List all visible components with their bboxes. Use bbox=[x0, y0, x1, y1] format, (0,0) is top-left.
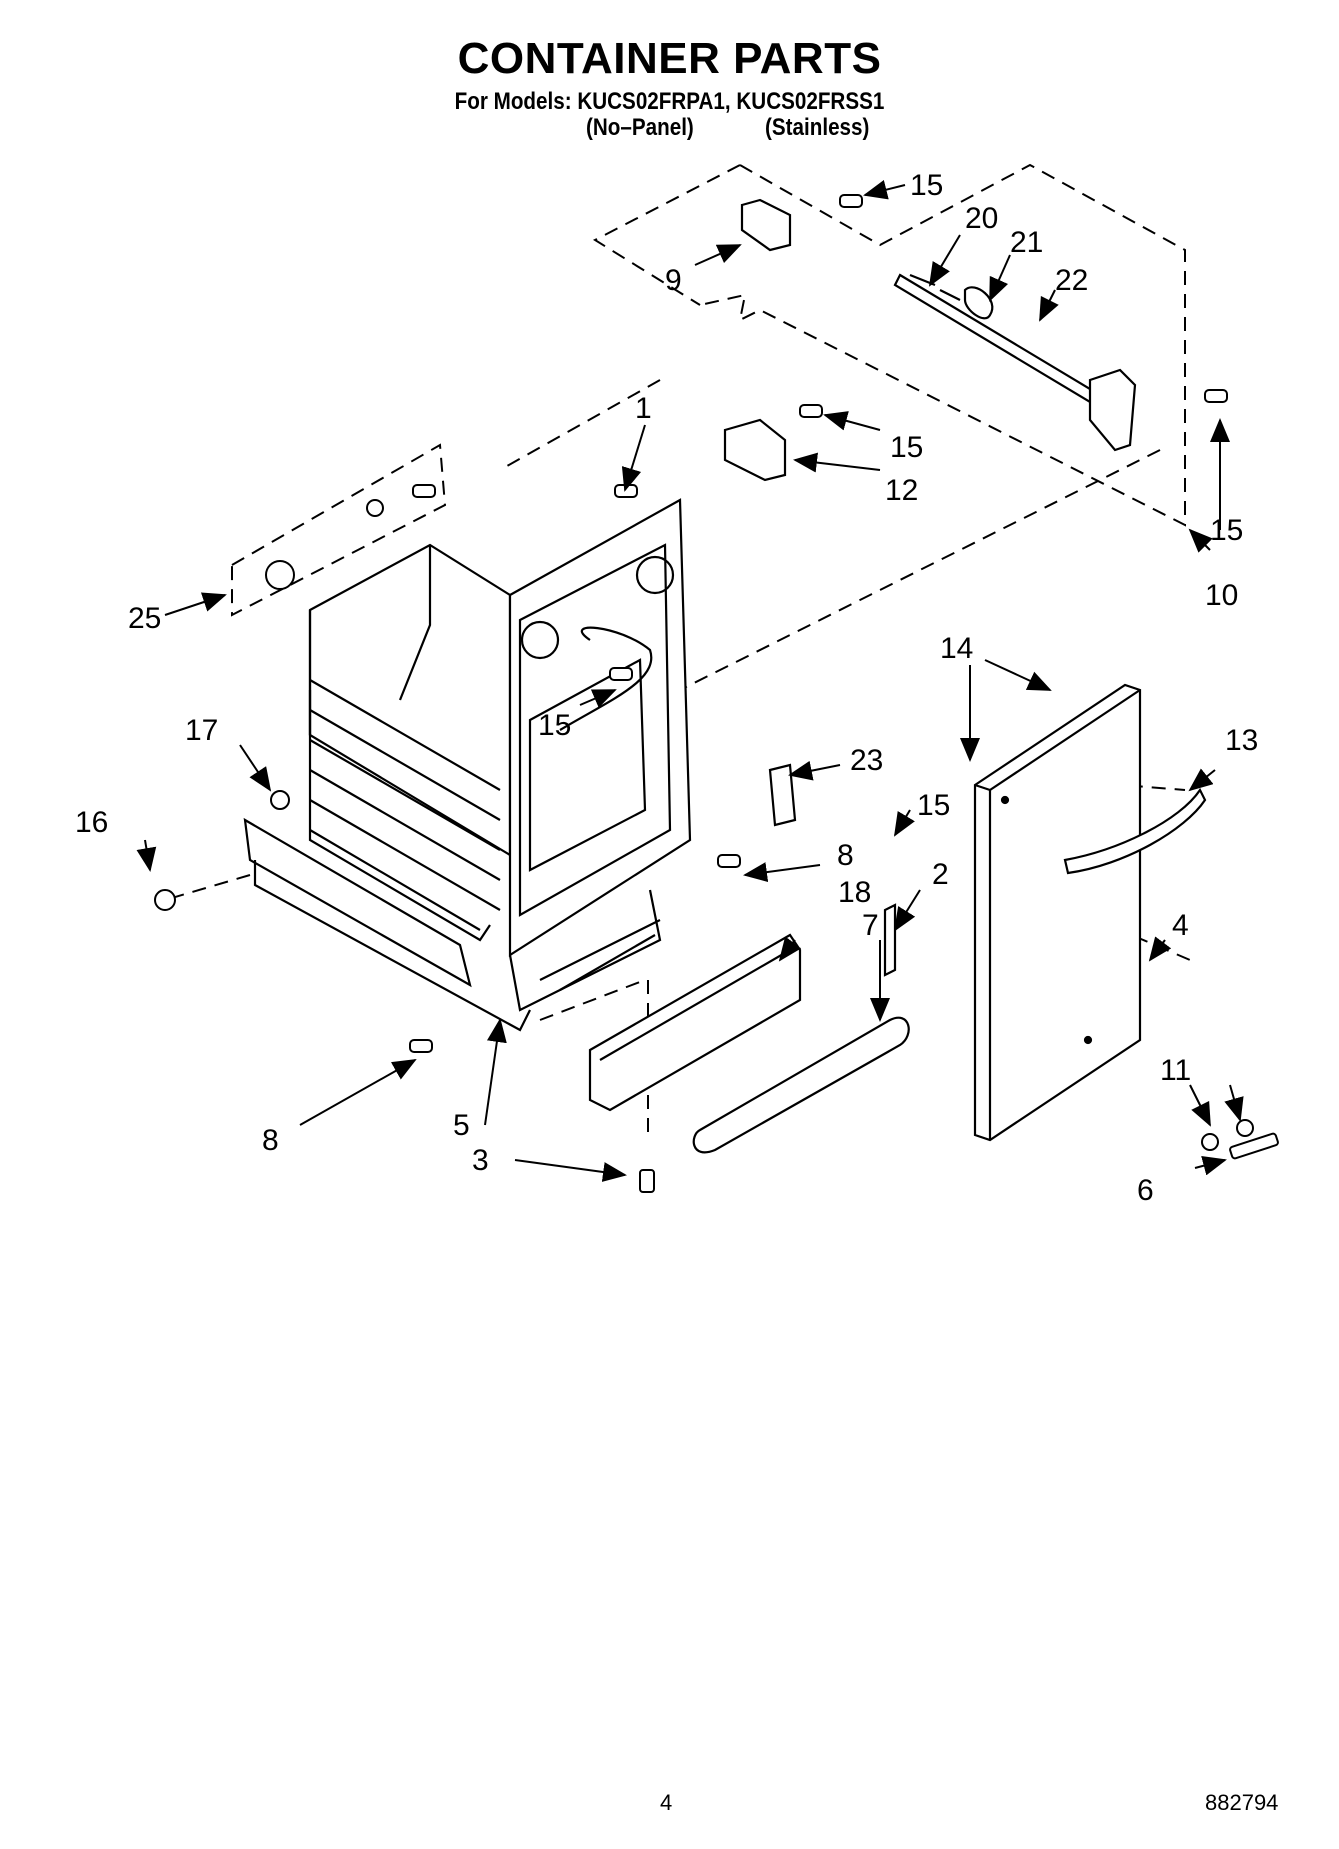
callout-4: 4 bbox=[1172, 909, 1189, 942]
callout-15b: 15 bbox=[890, 431, 923, 464]
callout-20: 20 bbox=[965, 202, 998, 235]
callout-22: 22 bbox=[1055, 264, 1088, 297]
callout-labels: 1 2 3 4 5 6 7 8 8 9 10 11 12 13 14 15 15… bbox=[75, 169, 1258, 1207]
callout-21: 21 bbox=[1010, 226, 1043, 259]
callout-15a: 15 bbox=[910, 169, 943, 202]
models-line: For Models: KUCS02FRPA1, KUCS02FRSS1 bbox=[454, 88, 885, 115]
callout-13: 13 bbox=[1225, 724, 1258, 757]
hinge-rod-assembly bbox=[723, 198, 1137, 827]
page-title: CONTAINER PARTS bbox=[457, 34, 882, 83]
callout-7: 7 bbox=[862, 909, 879, 942]
callout-14: 14 bbox=[940, 632, 973, 665]
callout-1: 1 bbox=[635, 392, 652, 425]
callout-12: 12 bbox=[885, 474, 918, 507]
toe-kick-assembly bbox=[588, 903, 910, 1154]
variant-no-panel: (No–Panel) bbox=[586, 114, 694, 141]
callout-3: 3 bbox=[472, 1144, 489, 1177]
callout-2: 2 bbox=[932, 858, 949, 891]
callout-15d: 15 bbox=[538, 709, 571, 742]
callout-16: 16 bbox=[75, 806, 108, 839]
callout-17: 17 bbox=[185, 714, 218, 747]
callout-25: 25 bbox=[128, 602, 161, 635]
document-number: 882794 bbox=[1205, 1790, 1279, 1815]
page-number: 4 bbox=[660, 1790, 673, 1815]
callout-5: 5 bbox=[453, 1109, 470, 1142]
callout-8a: 8 bbox=[837, 839, 854, 872]
door-panel bbox=[973, 683, 1207, 1142]
callout-15e: 15 bbox=[917, 789, 950, 822]
callout-10: 10 bbox=[1205, 579, 1238, 612]
callout-18: 18 bbox=[838, 876, 871, 909]
callout-11: 11 bbox=[1160, 1054, 1191, 1087]
callout-6: 6 bbox=[1137, 1174, 1154, 1207]
container-body bbox=[243, 498, 692, 1032]
callout-8b: 8 bbox=[262, 1124, 279, 1157]
callout-23: 23 bbox=[850, 744, 883, 777]
leader-arrows bbox=[136, 179, 1244, 1182]
variant-stainless: (Stainless) bbox=[765, 114, 870, 141]
callout-9: 9 bbox=[665, 264, 682, 297]
callout-15c: 15 bbox=[1210, 514, 1243, 547]
